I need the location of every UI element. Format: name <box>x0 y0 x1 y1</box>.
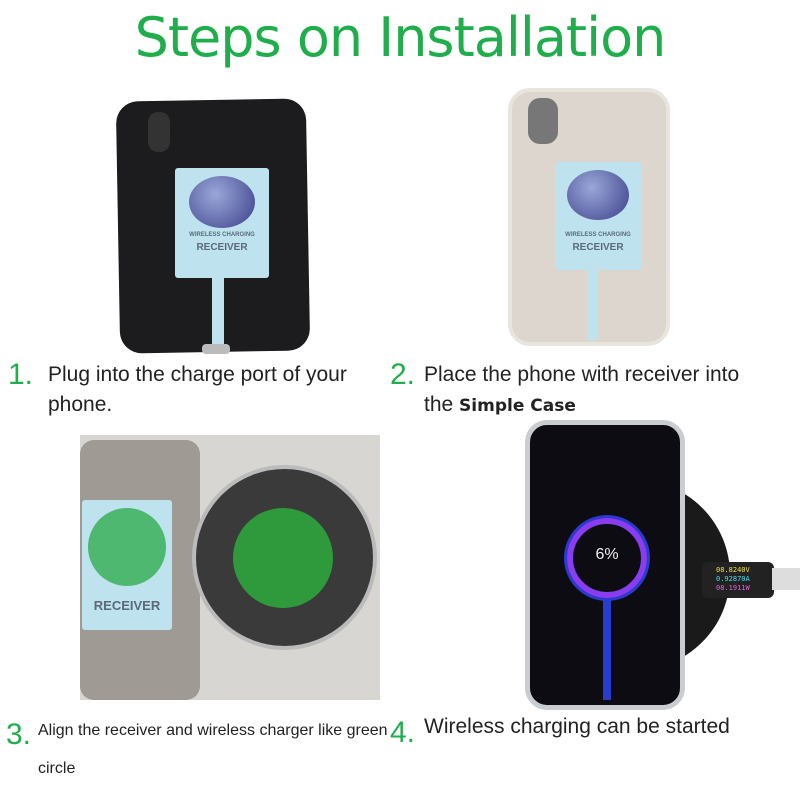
battery-percent: 6% <box>595 546 619 563</box>
green-circle <box>233 508 333 608</box>
page-title: Steps on Installation <box>134 6 667 69</box>
step-number: 3. <box>6 718 32 751</box>
step-3-text: Align the receiver and wireless charger … <box>38 722 388 777</box>
step-2-text: Place the phone with receiver into the S… <box>424 363 740 416</box>
step-number: 2. <box>390 358 416 391</box>
usb-meter-display: 08.8240V 0.92870A 08.1911W <box>716 566 750 592</box>
step-number: 1. <box>8 358 34 391</box>
step-4-text: Wireless charging can be started <box>424 715 730 738</box>
step-1-text: Plug into the charge port of your phone. <box>48 363 347 416</box>
simple-case-label: Simple Case <box>459 396 576 416</box>
step-number: 4. <box>390 716 416 749</box>
